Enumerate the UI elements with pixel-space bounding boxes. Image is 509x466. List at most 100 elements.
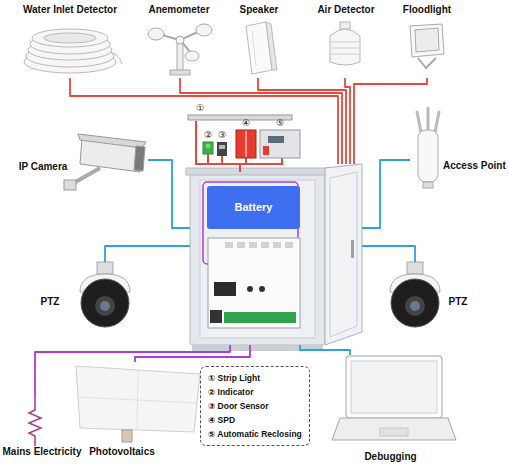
- legend-entry: ① Strip Light: [208, 371, 302, 385]
- ptz-camera: PTZ: [35, 262, 135, 332]
- cable-connector: [345, 78, 350, 164]
- cable-connector: [362, 246, 415, 262]
- cabinet-top-components: [219, 145, 225, 149]
- legend-text: ② Indicator: [208, 387, 253, 397]
- device-caption: Mains Electricity: [2, 446, 82, 458]
- device-caption: Debugging: [328, 451, 453, 463]
- water-inlet-detector-icon: [44, 33, 96, 43]
- callout-number: ④: [238, 118, 254, 129]
- callout-number: ②: [200, 130, 216, 141]
- cabinet-top-components: [236, 130, 256, 158]
- cabinet-illustration: [247, 286, 253, 292]
- cabinet-illustration: [259, 286, 265, 292]
- ptz-camera-icon: [391, 279, 439, 327]
- ip-camera-icon: [64, 134, 146, 190]
- water-inlet-detector-icon: [110, 52, 122, 64]
- cabinet-illustration: [325, 164, 362, 345]
- cabinet-illustration: [186, 164, 362, 351]
- device-caption: PTZ: [35, 296, 65, 308]
- photovoltaic-panel: Photovoltaics: [72, 362, 202, 464]
- anemometer-icon: [148, 24, 212, 75]
- legend-text: ⑤ Automatic Reclosing: [208, 429, 302, 439]
- cabinet-illustration: [261, 242, 269, 248]
- cabinet-top-components: [188, 115, 300, 172]
- debugging-laptop: Debugging: [328, 355, 458, 465]
- access-point-icon: [417, 108, 439, 188]
- water-inlet-detector-icon: [32, 29, 108, 47]
- cabinet-illustration: [351, 240, 354, 258]
- ptz-camera: PTZ: [385, 262, 485, 332]
- access-point-icon: [427, 108, 430, 132]
- floodlight-icon: [418, 58, 436, 68]
- cabinet-top-components: [260, 130, 300, 158]
- device-caption: Access Point: [443, 160, 505, 172]
- anemometer: Anemometer: [140, 2, 218, 78]
- air-detector: Air Detector: [310, 2, 382, 78]
- control-cabinet: Battery: [190, 164, 362, 345]
- air-detector-icon: [331, 54, 359, 55]
- cable-connector: [362, 160, 410, 228]
- laptop-icon: [332, 356, 456, 440]
- floodlight: Floodlight: [398, 2, 456, 78]
- access-point-icon: [418, 130, 438, 182]
- ptz-camera-icon: [407, 262, 423, 274]
- floodlight-icon: [410, 24, 444, 68]
- cabinet-illustration: [186, 168, 329, 175]
- legend-box: ① Strip Light ② Indicator ③ Door Sensor ④ S…: [200, 366, 310, 446]
- cabinet-illustration: [214, 282, 236, 296]
- ip-camera-icon: [64, 180, 76, 190]
- cabinet-illustration: [224, 312, 296, 323]
- cabinet-illustration: [237, 242, 245, 248]
- device-caption: Battery: [207, 186, 300, 229]
- cable-connector: [148, 160, 190, 228]
- laptop-icon: [332, 418, 456, 440]
- legend-text: ④ SPD: [208, 415, 235, 425]
- callout-number: ①: [192, 103, 208, 114]
- legend-text: ③ Door Sensor: [208, 401, 269, 411]
- cabinet-illustration: [273, 242, 281, 248]
- cabinet-illustration: [208, 238, 300, 328]
- ptz-camera-icon: [410, 301, 420, 311]
- legend-entry: ② Indicator: [208, 385, 302, 399]
- cabinet-illustration: [210, 310, 222, 323]
- air-detector-icon: [330, 29, 360, 65]
- laptop-icon: [346, 356, 442, 418]
- air-detector-icon: [330, 22, 360, 65]
- cabinet-illustration: [249, 242, 257, 248]
- device-caption: Water Inlet Detector: [15, 4, 125, 16]
- legend-entry: ③ Door Sensor: [208, 399, 302, 413]
- access-point-icon: [423, 182, 433, 188]
- device-caption: Air Detector: [310, 4, 382, 16]
- photovoltaic-panel-icon: [122, 430, 132, 442]
- air-detector-icon: [331, 48, 359, 49]
- anemometer-icon: [177, 42, 183, 72]
- ptz-camera-icon: [80, 262, 130, 327]
- callout-number: ⑤: [272, 118, 288, 129]
- cable-connector: [354, 78, 427, 164]
- speaker: Speaker: [228, 2, 290, 78]
- laptop-icon: [380, 428, 408, 436]
- anemometer-icon: [176, 36, 184, 44]
- water-inlet-detector-icon: [24, 29, 122, 73]
- cabinet-top-components: [268, 136, 284, 143]
- floodlight-icon: [415, 28, 439, 52]
- floodlight-icon: [410, 24, 444, 57]
- ptz-camera-icon: [97, 262, 113, 274]
- mains-supply: Mains Electricity: [2, 396, 82, 464]
- cabinet-top-components: [203, 142, 213, 154]
- access-point-icon: [435, 112, 439, 132]
- air-detector-icon: [331, 42, 359, 43]
- device-caption: Photovoltaics: [72, 446, 172, 458]
- anemometer-icon: [170, 70, 190, 75]
- ptz-camera-icon: [81, 279, 129, 327]
- mains-symbol: [29, 396, 41, 446]
- cabinet-illustration: [285, 242, 293, 248]
- air-detector-icon: [340, 22, 350, 29]
- speaker-icon: [266, 22, 277, 70]
- ptz-camera-icon: [100, 301, 110, 311]
- anemometer-icon: [148, 28, 164, 40]
- photovoltaic-panel-icon: [78, 397, 197, 403]
- ptz-camera-icon: [405, 296, 425, 316]
- ip-camera: IP Camera: [8, 132, 148, 190]
